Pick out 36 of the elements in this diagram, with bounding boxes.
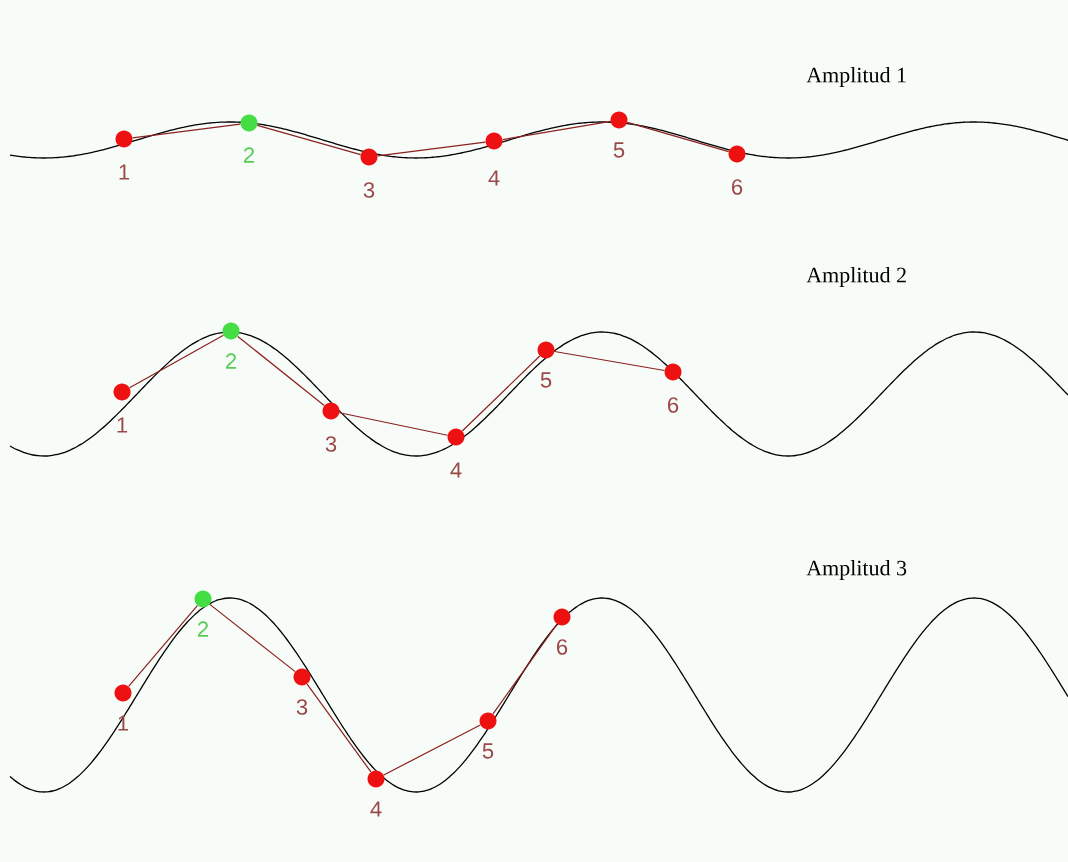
segment-line — [306, 683, 372, 773]
number-label: 6 — [668, 397, 679, 413]
number-label: 3 — [325, 436, 337, 452]
segment-line — [377, 141, 486, 157]
number-label: 6 — [557, 639, 568, 655]
segment-line — [237, 335, 325, 407]
segment-line — [492, 623, 558, 715]
segment-line — [383, 724, 481, 776]
number-label: 1 — [119, 164, 130, 180]
segment-line — [129, 334, 224, 389]
segment-line — [461, 355, 541, 432]
number-label: 2 — [244, 147, 254, 163]
number-label: 5 — [613, 142, 625, 158]
segment-line — [132, 123, 241, 139]
number-label: 4 — [370, 801, 382, 817]
number-label: 5 — [540, 372, 552, 388]
number-label: 3 — [296, 699, 308, 715]
number-label: 1 — [118, 715, 129, 731]
number-label: 2 — [226, 353, 236, 369]
number-label: 6 — [732, 179, 743, 195]
number-label: 3 — [363, 182, 375, 198]
segment-line — [501, 120, 612, 141]
amplitude-label: Amplitud 3 — [806, 560, 907, 580]
number-label: 1 — [117, 417, 128, 433]
amplitude-label: Amplitud 2 — [806, 267, 906, 287]
number-label: 4 — [450, 462, 462, 478]
number-label: 4 — [488, 170, 500, 186]
segment-line — [128, 605, 198, 687]
number-label: 2 — [198, 621, 208, 637]
segment-line — [209, 603, 296, 673]
amplitude-label: Amplitud 1 — [806, 67, 906, 87]
segment-line — [626, 121, 730, 153]
number-label: 5 — [482, 743, 494, 759]
segment-line — [338, 412, 449, 436]
segment-line — [256, 124, 362, 156]
segment-line — [554, 350, 666, 372]
